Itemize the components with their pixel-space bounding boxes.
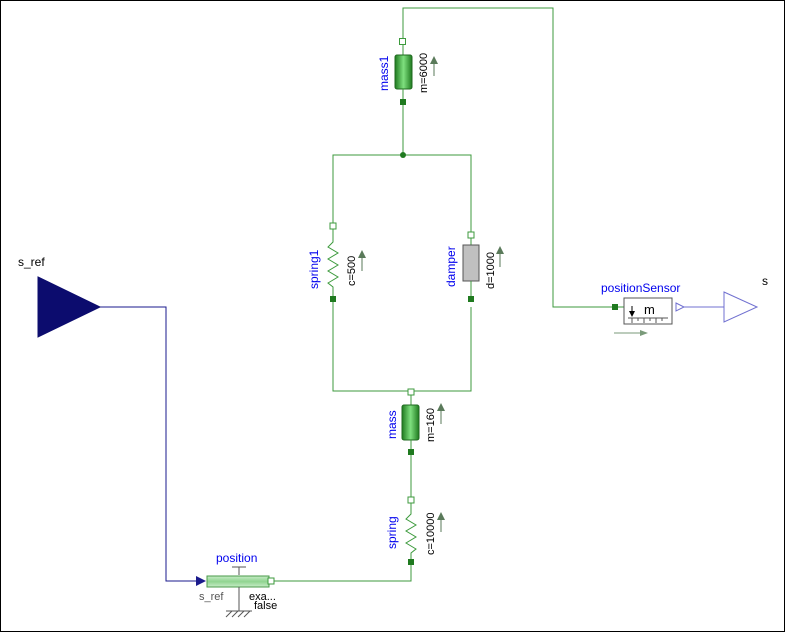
damper-flange-top[interactable] (467, 231, 475, 239)
wire-bottom-branch (332, 299, 472, 392)
mass1-flange-top[interactable] (399, 38, 406, 45)
position-input-label: s_ref (199, 591, 224, 603)
mass-flange-top[interactable] (407, 388, 415, 396)
wire-sref-to-position (100, 306, 196, 582)
mass-direction-arrow (437, 403, 445, 424)
mass-body[interactable] (401, 404, 420, 441)
spring1-param-label: c=500 (346, 256, 358, 286)
damper-flange-bottom[interactable] (468, 296, 474, 302)
spring-flange-top[interactable] (407, 496, 415, 504)
mass-param-label: m=160 (425, 408, 437, 442)
sensor-flange[interactable] (612, 304, 618, 310)
position-name-label: position (216, 551, 257, 565)
wire-mass1-to-sensor (402, 7, 614, 308)
sensor-name-label: positionSensor (601, 281, 680, 295)
spring-flange-bottom[interactable] (408, 559, 414, 565)
spring1-flange-bottom[interactable] (330, 296, 336, 302)
damper-body[interactable] (462, 244, 480, 282)
mechanical-wires (272, 7, 614, 582)
spring-coil (405, 503, 417, 559)
damper-param-label: d=1000 (485, 252, 497, 289)
mass1-param-label: m=6000 (418, 53, 430, 93)
s-ref-input[interactable]: s_ref (18, 255, 102, 338)
damper-component[interactable]: damper d=1000 (444, 231, 504, 302)
s-ref-triangle[interactable] (37, 276, 102, 338)
sensor-pointer (629, 306, 635, 317)
spring1-component[interactable]: spring1 c=500 (307, 222, 366, 302)
sensor-output-arrow (675, 302, 686, 312)
s-output[interactable]: s (723, 274, 768, 323)
sensor-unit-label: m (644, 302, 655, 317)
damper-direction-arrow (496, 246, 504, 267)
position-body[interactable] (206, 575, 270, 588)
mass-component[interactable]: mass m=160 (385, 388, 445, 455)
mass1-flange-bottom[interactable] (400, 99, 406, 105)
position-ground-hatch (225, 610, 251, 618)
mass1-component[interactable]: mass1 m=6000 (377, 38, 438, 106)
position-flange[interactable] (267, 577, 275, 585)
spring-component[interactable]: spring c=10000 (385, 496, 445, 565)
mass-flange-bottom[interactable] (408, 449, 414, 455)
position-param2-label: false (254, 600, 277, 612)
mass1-body[interactable] (394, 54, 413, 90)
sensor-direction-arrow (614, 330, 648, 336)
position-param1-label: exa... (249, 591, 276, 603)
s-output-label: s (762, 274, 768, 288)
spring1-name-label: spring1 (307, 249, 321, 289)
s-ref-label: s_ref (18, 255, 45, 269)
damper-name-label: damper (444, 246, 458, 287)
s-output-triangle[interactable] (723, 291, 759, 323)
mass-name-label: mass (385, 410, 399, 439)
arrowhead-position-input (196, 576, 206, 586)
spring1-flange-top[interactable] (329, 222, 337, 230)
mass1-direction-arrow (430, 56, 438, 76)
spring1-direction-arrow (358, 250, 366, 271)
junction-node[interactable] (400, 152, 406, 158)
spring-param-label: c=10000 (425, 512, 437, 555)
position-sensor-component[interactable]: m positionSensor (601, 281, 686, 336)
mass1-name-label: mass1 (377, 55, 391, 91)
spring1-coil (327, 229, 339, 296)
spring-direction-arrow (437, 512, 445, 532)
wire-spring-to-position (272, 563, 412, 582)
position-component[interactable]: position s_ref exa... false (199, 551, 277, 618)
sensor-scale-ticks (628, 317, 668, 323)
spring-name-label: spring (385, 516, 399, 549)
